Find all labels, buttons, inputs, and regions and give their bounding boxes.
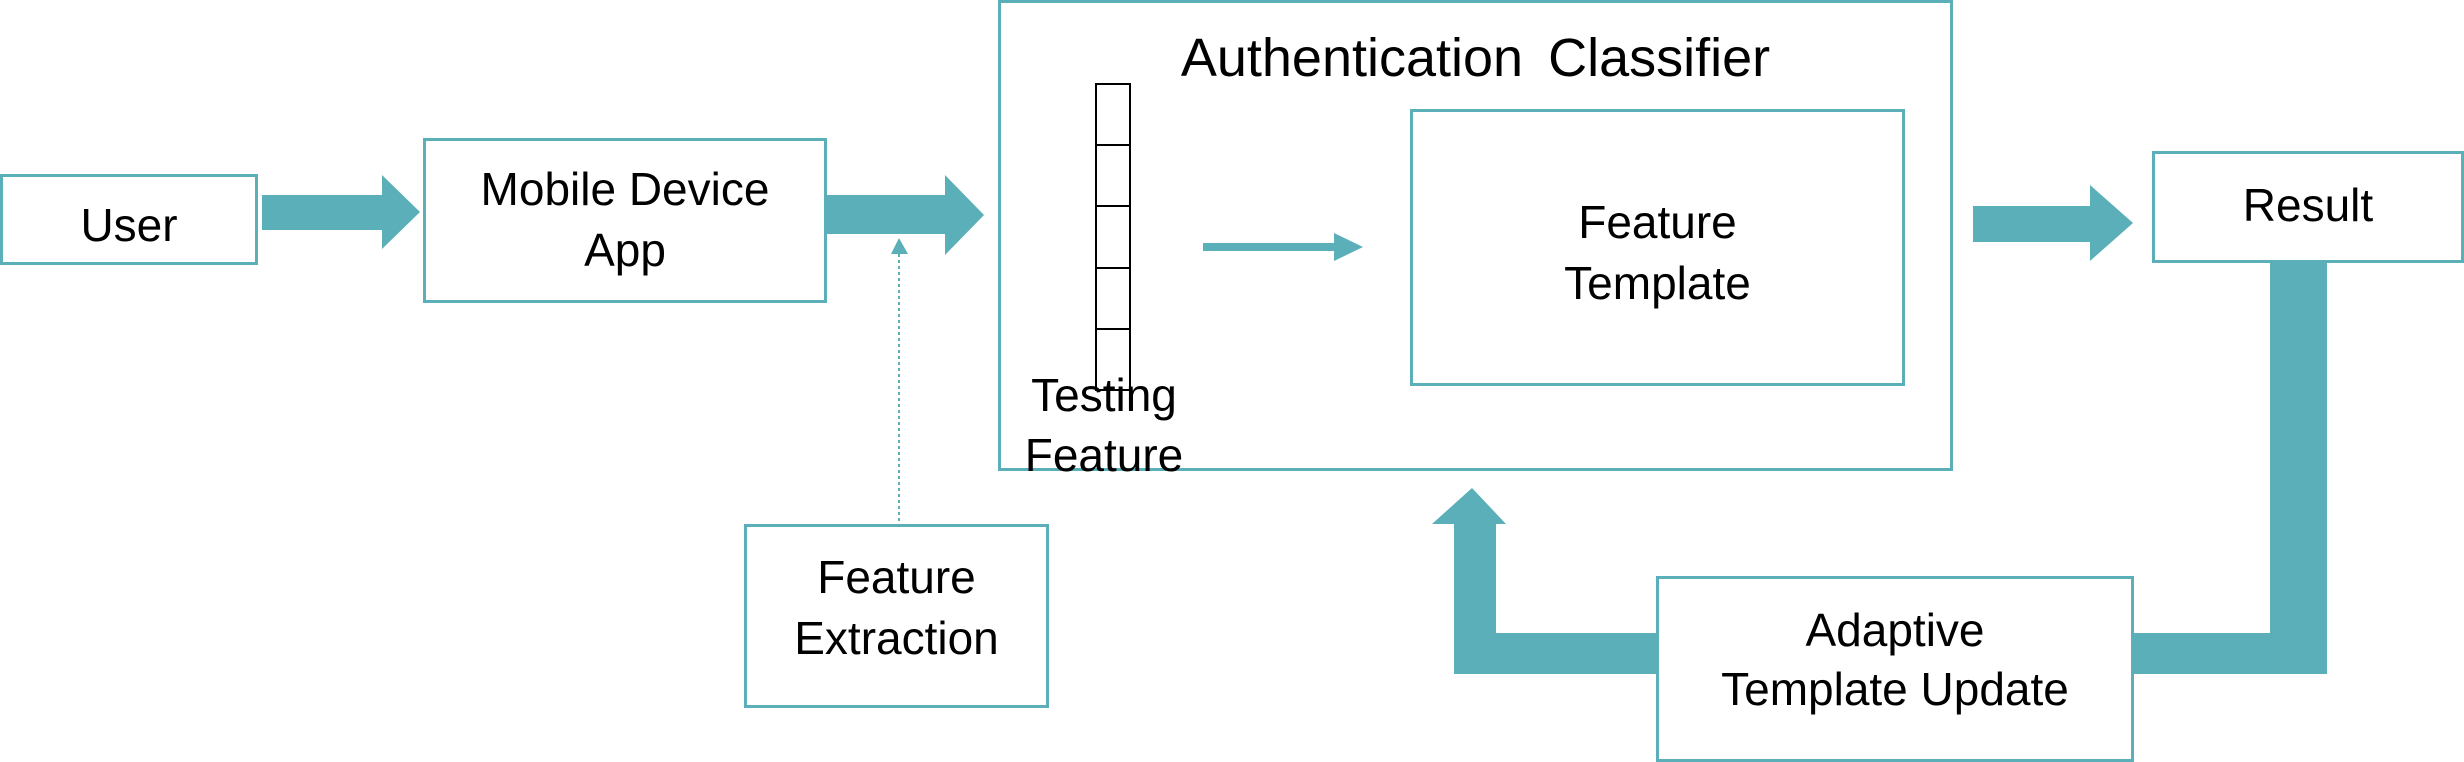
adaptive-update-box: [1656, 576, 2134, 762]
feature-template-box: [1410, 109, 1905, 386]
feature-extraction-label-line2: Extraction: [794, 612, 999, 664]
feature-extraction-label-line1: Feature: [817, 551, 976, 603]
classifier-box: [998, 0, 1953, 471]
result-label: Result: [2242, 179, 2374, 231]
arrow-app-to-classifier: [826, 175, 984, 255]
mobile-app-label-line1: Mobile Device: [480, 163, 770, 215]
feature-extraction-box: [744, 524, 1049, 708]
feature-template-label-line1: Feature: [1578, 196, 1737, 248]
mobile-app-label-line2: App: [584, 224, 666, 276]
arrow-result-left: [2133, 633, 2327, 674]
adaptive-update-label-line1: Adaptive: [1805, 604, 1985, 656]
classifier-title: Authentication Classifier: [1180, 28, 1771, 88]
testing-feature-vector: [1095, 83, 1131, 391]
arrow-update-up: [1454, 522, 1496, 674]
user-box: [0, 174, 258, 265]
feature-template-label-line2: Template: [1564, 257, 1751, 309]
mobile-app-box: [423, 138, 827, 303]
arrow-testing-to-template: [1203, 233, 1363, 261]
result-box: [2152, 151, 2464, 263]
testing-feature-label-line1: Testing: [1031, 369, 1177, 421]
arrow-classifier-to-result: [1973, 185, 2133, 261]
arrow-extraction-head: [891, 238, 908, 254]
testing-feature-label-line2: Feature: [1024, 429, 1184, 481]
arrow-update-up-head: [1432, 488, 1506, 524]
user-label: User: [80, 199, 178, 251]
adaptive-update-label-line2: Template Update: [1721, 663, 2069, 715]
arrow-result-down: [2270, 260, 2327, 672]
arrow-user-to-app: [262, 175, 420, 249]
